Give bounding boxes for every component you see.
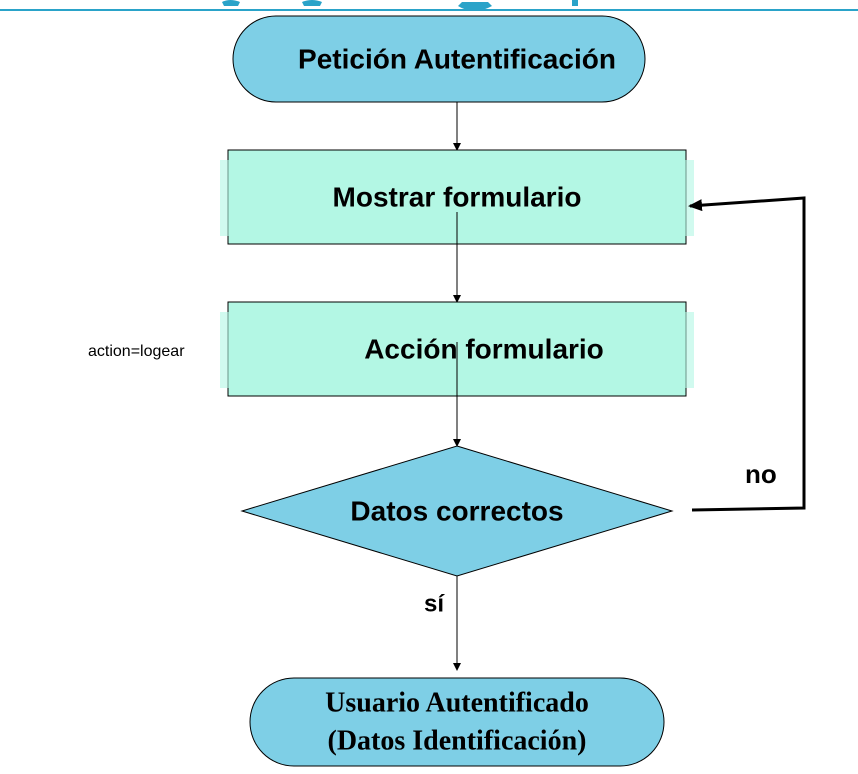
no-label: no	[745, 459, 777, 489]
end-label-line1: Usuario Autentificado	[325, 687, 589, 718]
top-title-fragment	[0, 0, 858, 11]
end-terminator: Usuario Autentificado (Datos Identificac…	[249, 677, 665, 767]
show-form-label: Mostrar formulario	[333, 181, 582, 212]
action-annotation: action=logear	[88, 343, 185, 360]
yes-label: sí	[424, 590, 445, 617]
form-action-label: Acción formulario	[364, 333, 604, 364]
start-terminator: Petición Autentificación	[232, 15, 646, 103]
decision-diamond: Datos correctos	[240, 445, 674, 577]
arrow-no-loop	[688, 196, 806, 512]
decision-label: Datos correctos	[350, 495, 563, 526]
end-label-line2: (Datos Identificación)	[328, 725, 587, 756]
start-label: Petición Autentificación	[298, 43, 616, 74]
